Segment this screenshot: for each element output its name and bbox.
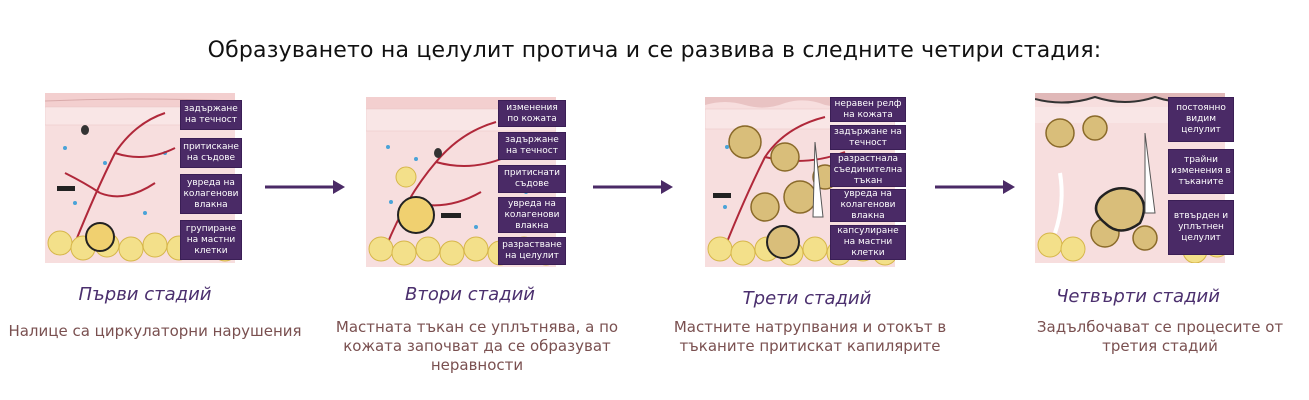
callout-uneven-relief: неравен релф на кожата <box>830 97 906 122</box>
callout-collagen-damage: увреда на колагенови влакна <box>498 197 566 233</box>
callout-fat-encapsulation: капсулиране на мастни клетки <box>830 225 906 260</box>
stage-2-title: Втори стадий <box>405 284 535 305</box>
stage-2-description: Мастната тъкан се уплътнява, а по кожата… <box>335 318 619 374</box>
callout-visible-cellulite: постоянно видим целулит <box>1168 97 1234 142</box>
arrow-icon <box>935 180 1015 194</box>
callout-cellulite-growth: разрастване на целулит <box>498 237 566 265</box>
callout-hardened-cellulite: втвърден и уплътнен целулит <box>1168 200 1234 255</box>
stage-1-description: Налице са циркулаторни нарушения <box>8 322 302 340</box>
stage-3-title: Трети стадий <box>742 288 872 309</box>
stage-4-title: Четвърти стадий <box>1056 286 1220 307</box>
stage-4-description: Задълбочават се процесите от третия стад… <box>1036 318 1284 355</box>
callout-fat-grouping: групиране на мастни клетки <box>180 220 242 260</box>
arrow-icon <box>593 180 673 194</box>
stage-3-description: Мастните натрупвания и отокът в тъканите… <box>673 318 947 355</box>
callout-skin-changes: изменения по кожата <box>498 100 566 127</box>
callout-collagen-damage: увреда на колагенови влакна <box>830 189 906 222</box>
callout-connective-tissue: разрастнала съединителна тъкан <box>830 153 906 187</box>
callout-permanent-changes: трайни изменения в тъканите <box>1168 149 1234 194</box>
callout-fluid-retention: задържане на течност <box>830 125 906 150</box>
stage-1-title: Първи стадий <box>78 284 212 305</box>
callout-collagen-damage: увреда на колагенови влакна <box>180 174 242 214</box>
callout-fluid-retention: задържане на течност <box>180 100 242 130</box>
callout-fluid-retention: задържане на течност <box>498 132 566 160</box>
page-title: Образуването на целулит протича и се раз… <box>207 38 1102 63</box>
callout-vessel-compression: притискане на съдове <box>180 138 242 168</box>
callout-compressed-vessels: притиснати съдове <box>498 165 566 193</box>
arrow-icon <box>265 180 345 194</box>
